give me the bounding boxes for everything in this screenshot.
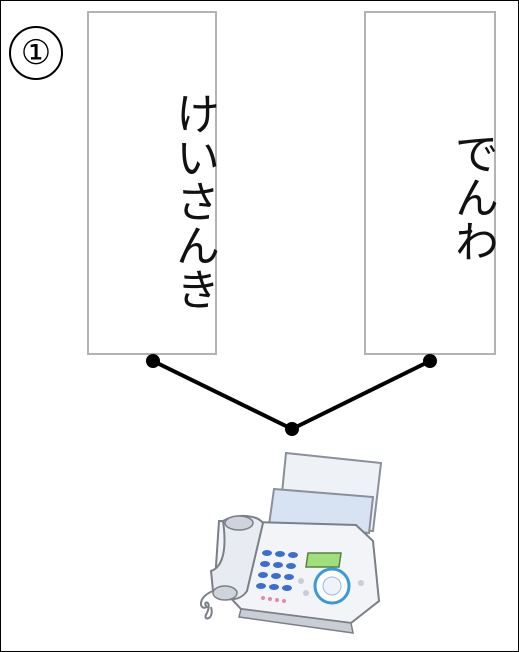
card-left-label: けいさんき: [168, 91, 219, 311]
answer-card-left[interactable]: けいさんき: [87, 11, 219, 355]
question-number: ①: [9, 26, 63, 80]
connector-left-line: [152, 359, 293, 431]
fax-machine-icon: [200, 451, 383, 634]
dot-right-card[interactable]: [423, 354, 437, 368]
dot-picture[interactable]: [285, 422, 299, 436]
answer-card-right[interactable]: でんわ: [364, 11, 498, 355]
card-right-label: でんわ: [447, 131, 498, 263]
connector-right-line: [291, 359, 431, 431]
dot-left-card[interactable]: [146, 354, 160, 368]
